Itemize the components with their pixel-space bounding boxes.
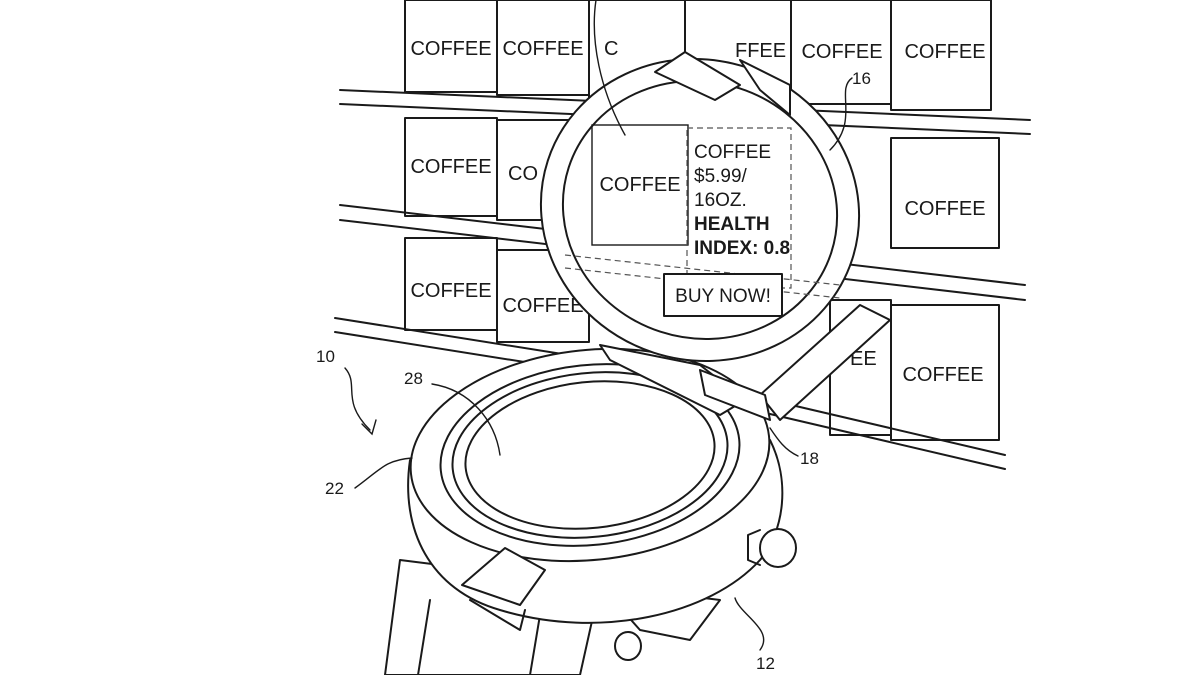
arrowhead-device (361, 419, 377, 436)
lid: COFFEE COFFEE $5.99/ 16OZ. HEALTH INDEX:… (539, 51, 861, 362)
shelf-through-lens (564, 267, 841, 299)
strap-edge (417, 599, 431, 676)
hinge-bracket (699, 369, 771, 421)
coffee-box-label: COFFEE (904, 41, 985, 63)
ref-lid: 16 (852, 69, 871, 88)
leader-watch-body (734, 597, 765, 651)
ref-hinge: 18 (800, 449, 819, 468)
coffee-box-label: COFFEE (410, 156, 491, 178)
watch-strap-upper (759, 304, 891, 421)
coffee-box-label: COFFEE (904, 198, 985, 220)
watch-case (409, 347, 771, 563)
latch-detail (469, 599, 526, 631)
coffee-box-label: COFFEE (902, 364, 983, 386)
reference-labels: 10 28 22 18 16 12 (316, 0, 871, 673)
hinge (599, 344, 771, 421)
strap-edge (529, 614, 541, 676)
latch-upper-side (739, 59, 791, 116)
watch-bezel-ring (451, 371, 729, 539)
coffee-box-label: COFFEE (801, 41, 882, 63)
coffee-box-through-lens (591, 124, 689, 246)
leader-case (354, 457, 413, 489)
coffee-box-label: COFFEE (410, 280, 491, 302)
crown-stem (747, 529, 761, 566)
overlay-health-label: HEALTH (694, 214, 770, 235)
ref-case: 22 (325, 479, 344, 498)
coffee-box-label: COFFEE (410, 38, 491, 60)
ref-watch-body: 12 (756, 654, 775, 673)
coffee-box-label: COFFEE (599, 174, 680, 196)
side-button (614, 631, 642, 661)
overlay-price: $5.99/ (694, 166, 748, 187)
coffee-box-label-cropped: EE (850, 348, 877, 370)
shelf-edge (769, 413, 1006, 470)
latch-lower (461, 547, 546, 606)
overlay-product-name: COFFEE (694, 142, 771, 163)
overlay-health-index: INDEX: 0.8 (694, 238, 790, 259)
leader-device (344, 367, 371, 431)
crown-button (759, 528, 797, 568)
coffee-box-label-cropped: CO (508, 163, 538, 185)
lid-frame-inner (561, 80, 839, 340)
overlay-size: 16OZ. (694, 190, 747, 211)
leader-lens (593, 0, 626, 136)
smartwatch (384, 304, 891, 676)
leader-lid (829, 77, 853, 151)
coffee-box-label: COFFEE (502, 38, 583, 60)
watch-bezel-outer (439, 363, 741, 547)
leader-display (431, 383, 501, 456)
ref-device: 10 (316, 347, 335, 366)
latch-upper (654, 51, 741, 101)
buy-now-button[interactable] (663, 273, 783, 317)
leader-hinge (769, 427, 799, 457)
coffee-box (890, 137, 1000, 249)
ref-display: 28 (404, 369, 423, 388)
shelf-edge (769, 399, 1006, 456)
buy-now-button-label[interactable]: BUY NOW! (675, 286, 771, 307)
watch-display (464, 380, 716, 530)
coffee-box-label-cropped: C (604, 38, 618, 60)
coffee-box (890, 0, 992, 111)
coffee-box-label: COFFEE (502, 295, 583, 317)
coffee-box-label-cropped: FFEE (735, 40, 786, 62)
shelf-through-lens (564, 254, 841, 286)
